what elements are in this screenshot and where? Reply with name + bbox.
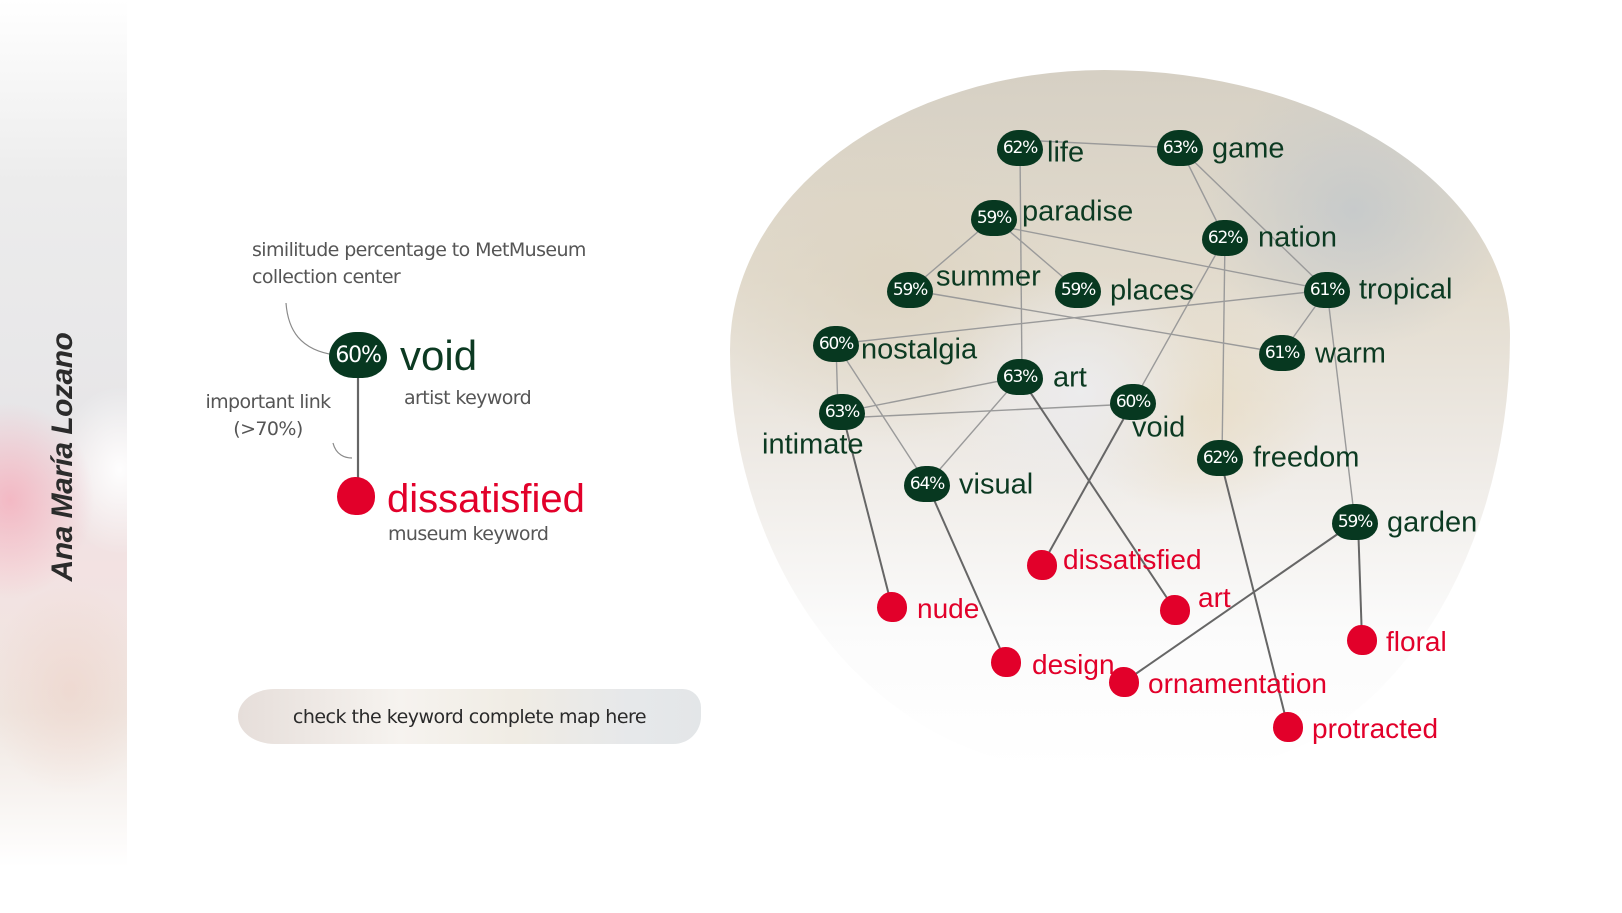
node-life-label[interactable]: life (1047, 136, 1085, 169)
node-places-badge[interactable]: 59% (1055, 272, 1101, 308)
important-link-line2: (>70%) (233, 418, 303, 440)
legend-museum-dot (337, 477, 375, 515)
museum-node-dissatisfied-label[interactable]: dissatisfied (1063, 544, 1202, 575)
node-visual-label[interactable]: visual (959, 468, 1034, 501)
museum-node-protracted-label[interactable]: protracted (1312, 713, 1439, 744)
museum-node-nude-label[interactable]: nude (917, 593, 980, 624)
node-art-label[interactable]: art (1053, 361, 1087, 394)
museum-node-ornamentation-dot[interactable] (1109, 667, 1139, 697)
keyword-map-button[interactable]: check the keyword complete map here (238, 689, 701, 744)
node-summer-label[interactable]: summer (936, 260, 1041, 293)
node-visual-badge[interactable]: 64% (904, 466, 950, 502)
node-void-label[interactable]: void (1132, 411, 1186, 444)
node-nation-label[interactable]: nation (1258, 221, 1338, 254)
museum-node-floral-dot[interactable] (1347, 625, 1377, 655)
similitude-caption-line1: similitude percentage to MetMuseum (252, 239, 586, 261)
node-paradise-badge[interactable]: 59% (971, 200, 1017, 236)
author-name: Ana María Lozano (46, 332, 79, 582)
node-intimate-badge[interactable]: 63% (819, 394, 865, 430)
node-garden-badge[interactable]: 59% (1332, 504, 1378, 540)
node-freedom-label[interactable]: freedom (1253, 441, 1360, 474)
node-tropical-label[interactable]: tropical (1359, 273, 1453, 306)
museum-node-design-dot[interactable] (991, 647, 1021, 677)
museum-node-nude-dot[interactable] (877, 592, 907, 622)
node-nostalgia-label[interactable]: nostalgia (861, 333, 978, 366)
node-garden-label[interactable]: garden (1387, 506, 1478, 539)
museum-node-floral-label[interactable]: floral (1386, 626, 1447, 657)
museum-node-dissatisfied-dot[interactable] (1027, 550, 1057, 580)
legend-artist-word: void (400, 332, 478, 379)
important-link-line1: important link (205, 391, 331, 413)
legend-museum-word: dissatisfied (387, 477, 585, 521)
node-art-badge[interactable]: 63% (997, 359, 1043, 395)
museum-node-art-label[interactable]: art (1198, 582, 1231, 613)
legend-artist-badge: 60% (329, 332, 387, 378)
node-nostalgia-badge[interactable]: 60% (813, 326, 859, 362)
legend-similitude-caption: similitude percentage to MetMuseum colle… (252, 237, 586, 291)
keyword-map-button-label: check the keyword complete map here (292, 705, 647, 728)
node-game-badge[interactable]: 63% (1157, 130, 1203, 166)
sidebar: Ana María Lozano (0, 0, 127, 913)
node-summer-badge[interactable]: 59% (887, 272, 933, 308)
museum-node-art-dot[interactable] (1160, 595, 1190, 625)
similitude-caption-line2: collection center (252, 266, 401, 288)
node-places-label[interactable]: places (1110, 274, 1194, 307)
similitude-pointer (285, 302, 336, 356)
node-warm-badge[interactable]: 61% (1259, 335, 1305, 371)
node-intimate-label[interactable]: intimate (762, 428, 864, 461)
museum-node-ornamentation-label[interactable]: ornamentation (1148, 668, 1328, 699)
important-link-pointer (332, 442, 353, 459)
node-paradise-label[interactable]: paradise (1022, 195, 1134, 228)
node-game-label[interactable]: game (1212, 132, 1285, 165)
node-void-badge[interactable]: 60% (1110, 384, 1156, 420)
legend-museum-caption: museum keyword (388, 523, 549, 545)
museum-node-design-label[interactable]: design (1032, 649, 1115, 680)
node-tropical-badge[interactable]: 61% (1304, 272, 1350, 308)
legend-artist-caption: artist keyword (404, 387, 532, 409)
museum-node-protracted-dot[interactable] (1273, 712, 1303, 742)
node-nation-badge[interactable]: 62% (1202, 220, 1248, 256)
node-life-badge[interactable]: 62% (997, 130, 1043, 166)
node-freedom-badge[interactable]: 62% (1197, 440, 1243, 476)
node-warm-label[interactable]: warm (1315, 337, 1386, 370)
legend-important-link-caption: important link (>70%) (203, 389, 333, 443)
